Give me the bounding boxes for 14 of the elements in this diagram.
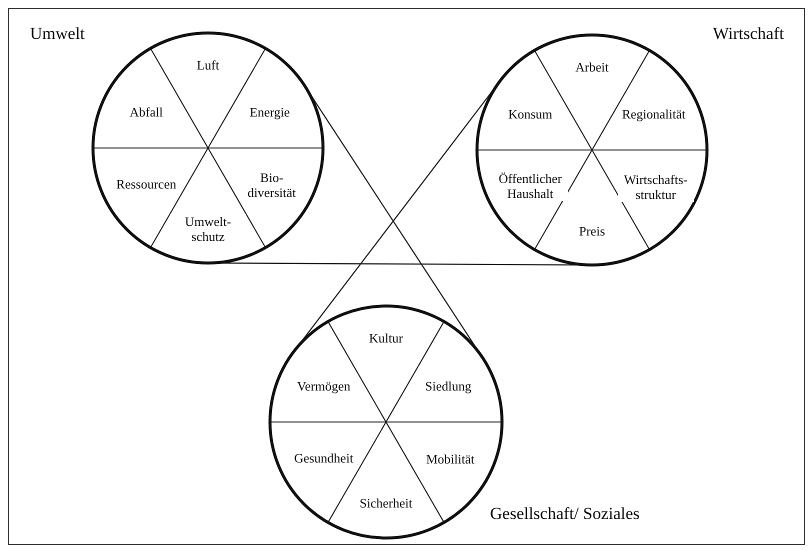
sector-label: Energie: [250, 104, 290, 120]
sector-label: Regionalität: [622, 106, 686, 122]
circle-heading: Gesellschaft/ Soziales: [490, 504, 640, 524]
sector-label: Mobilität: [426, 452, 474, 467]
sector-label: Sicherheit: [360, 496, 412, 511]
sector-label: Kultur: [369, 330, 403, 346]
circle-heading: Umwelt: [30, 24, 85, 44]
sector-label: Luft: [196, 58, 220, 73]
sector-label: Umwelt- schutz: [170, 214, 246, 244]
circle-heading: Wirtschaft: [712, 24, 784, 44]
sector-label: Arbeit: [575, 60, 609, 75]
sector-label: Wirtschafts- struktur: [618, 172, 694, 202]
sector-label: Abfall: [130, 104, 163, 120]
sector-label: Siedlung: [425, 378, 472, 394]
